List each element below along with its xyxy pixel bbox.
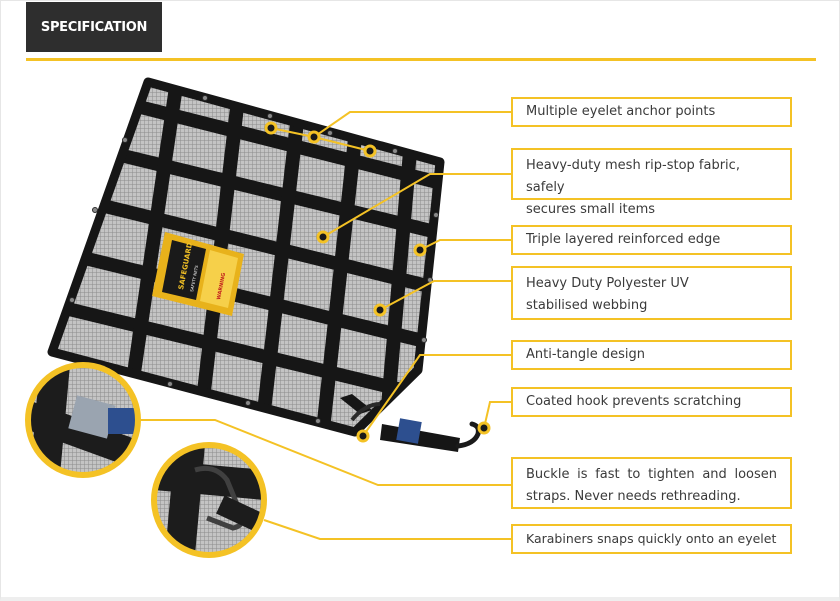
specification-tab[interactable]: SPECIFICATION bbox=[26, 2, 162, 52]
callout-eyelet-anchor-points: Multiple eyelet anchor points bbox=[511, 97, 792, 127]
callout-text: Anti-tangle design bbox=[526, 347, 645, 362]
callout-text: Triple layered reinforced edge bbox=[526, 232, 721, 247]
callout-text: Coated hook prevents scratching bbox=[526, 394, 742, 409]
callout-text: secures small items bbox=[526, 202, 656, 217]
callout-karabiner: Karabiners snaps quickly onto an eyelet bbox=[511, 524, 792, 554]
callout-markers bbox=[264, 121, 491, 443]
buckle-zoom-circle bbox=[25, 362, 141, 478]
callout-anti-tangle: Anti-tangle design bbox=[511, 340, 792, 370]
callout-reinforced-edge: Triple layered reinforced edge bbox=[511, 225, 792, 255]
callout-text: Karabiners snaps quickly onto an eyelet bbox=[526, 531, 777, 546]
callout-text: Heavy-duty mesh rip-stop fabric, safely bbox=[526, 158, 740, 195]
callout-leader-lines bbox=[138, 111, 511, 540]
callout-text: Heavy Duty Polyester UV bbox=[526, 276, 689, 291]
callout-mesh-fabric: Heavy-duty mesh rip-stop fabric, safely … bbox=[511, 148, 792, 217]
callout-buckle: Buckle is fast to tighten and loosen str… bbox=[511, 457, 792, 509]
callout-text: straps. Never needs rethreading. bbox=[526, 489, 741, 504]
callout-text: Multiple eyelet anchor points bbox=[526, 104, 716, 119]
cargo-net bbox=[47, 77, 445, 437]
karabiner-zoom-circle bbox=[151, 442, 267, 558]
product-label: SAFEGUARD SAFETY NETS WARNING bbox=[152, 232, 244, 316]
product-label-warning: WARNING bbox=[216, 272, 227, 300]
callout-text: Buckle is fast to tighten and loosen bbox=[526, 467, 777, 482]
product-label-subtitle: SAFETY NETS bbox=[189, 264, 199, 292]
header-divider bbox=[26, 58, 816, 61]
specification-tab-label: SPECIFICATION bbox=[40, 19, 148, 35]
callout-coated-hook: Coated hook prevents scratching bbox=[511, 387, 792, 417]
tie-down-strap bbox=[340, 394, 481, 452]
callout-polyester-webbing: Heavy Duty Polyester UV stabilised webbi… bbox=[511, 266, 792, 320]
callout-text: stabilised webbing bbox=[526, 298, 648, 313]
